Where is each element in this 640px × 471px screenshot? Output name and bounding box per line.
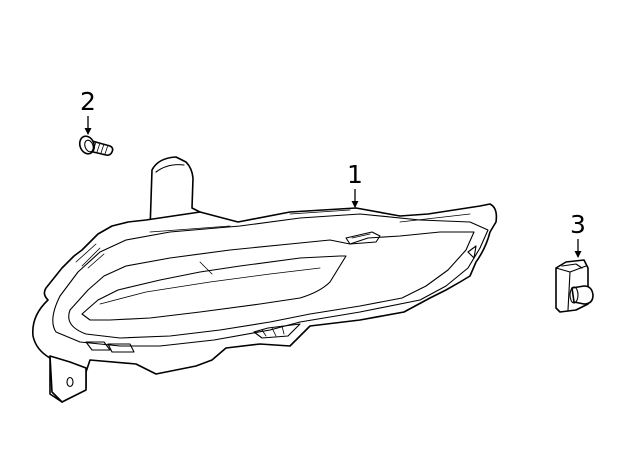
right-tab <box>467 245 477 259</box>
screw-head <box>78 135 96 155</box>
callout-2: 2 <box>80 87 96 135</box>
screw-part[interactable] <box>77 134 114 156</box>
lens-seam <box>199 261 213 275</box>
lower-clip-center <box>253 323 301 339</box>
callout-1: 1 <box>347 160 363 208</box>
lower-clip-left-2 <box>107 343 135 353</box>
light-guide-line <box>99 267 321 305</box>
bezel-rim <box>52 213 489 347</box>
callout-3-arrowhead <box>574 251 582 258</box>
mounting-tab-edge <box>155 164 185 173</box>
callout-1-label: 1 <box>347 160 363 189</box>
fog-lamp-assembly[interactable] <box>31 156 498 403</box>
socket-key <box>561 263 583 269</box>
upper-recess <box>345 231 381 245</box>
socket-side-edge <box>567 271 571 311</box>
callout-2-label: 2 <box>80 87 96 116</box>
upper-recess-line <box>351 233 371 239</box>
lower-clip-left <box>85 341 111 351</box>
upper-edge-highlights <box>149 209 471 233</box>
callout-3-label: 3 <box>570 210 586 239</box>
bulb-collar <box>569 286 579 304</box>
mounting-ear-hole <box>66 376 74 388</box>
vent-slots-left <box>75 243 105 269</box>
bulb-socket-part[interactable] <box>555 259 594 313</box>
bulb-base <box>571 285 594 305</box>
screw-head-rim <box>84 139 94 153</box>
light-guide <box>81 255 347 321</box>
callout-2-arrowhead <box>84 128 92 135</box>
lower-clip-ribs <box>261 325 285 337</box>
callout-1-arrowhead <box>351 201 359 208</box>
callout-3: 3 <box>570 210 586 258</box>
lamp-lens <box>68 231 475 339</box>
